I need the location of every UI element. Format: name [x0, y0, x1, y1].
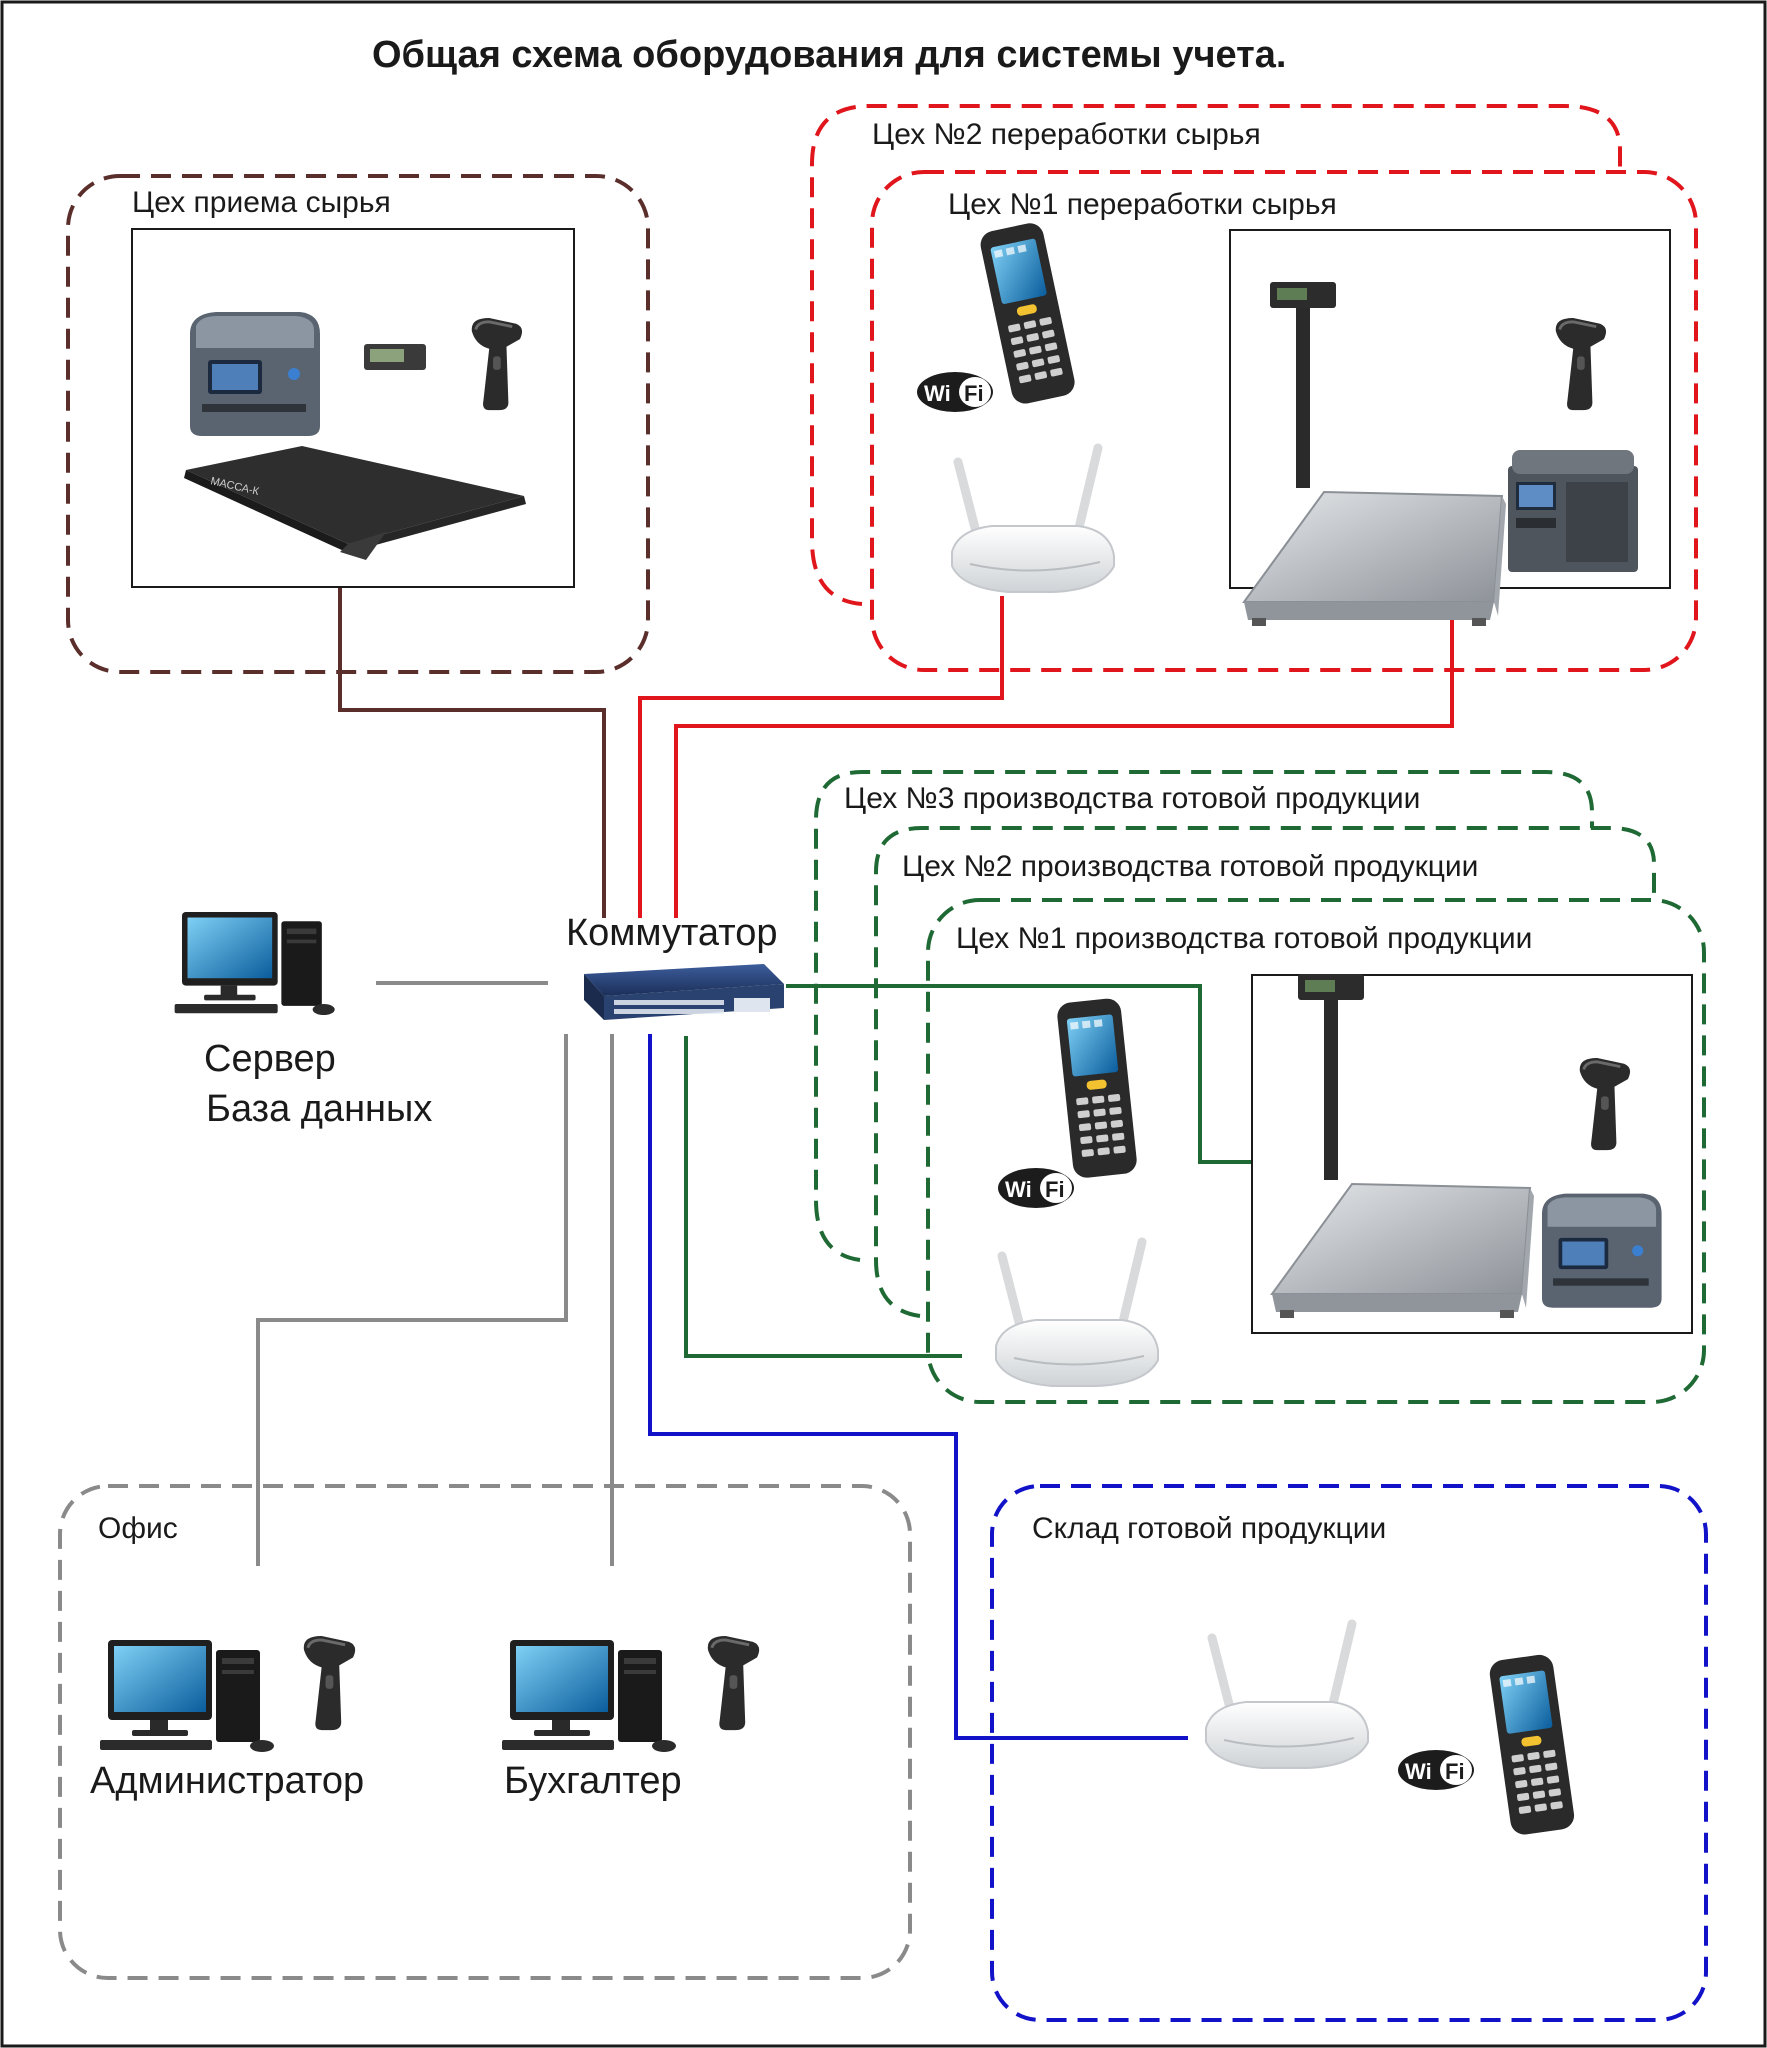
barcode-scanner-icon — [302, 1634, 357, 1732]
link-production-scale — [786, 984, 1252, 1164]
handheld-terminal-icon — [1488, 1653, 1576, 1837]
svg-text:Fi: Fi — [1445, 1759, 1465, 1784]
wifi-access-point-icon — [996, 1242, 1158, 1386]
network-switch-icon — [584, 964, 784, 1020]
zone-border-production-1 — [926, 898, 1706, 1404]
wifi-badge-icon: Wi Fi — [1398, 1750, 1474, 1790]
industrial-printer-icon — [1508, 450, 1638, 572]
zone-border-raw-intake — [66, 174, 650, 674]
svg-text:Wi: Wi — [1005, 1177, 1032, 1202]
database-label: База данных — [206, 1088, 433, 1130]
zone-border-processing-2 — [810, 104, 1622, 606]
svg-text:Fi: Fi — [964, 381, 984, 406]
wifi-access-point-icon — [1206, 1624, 1368, 1768]
zone-label-processing-1: Цех №1 переработки сырья — [948, 188, 1337, 221]
administrator-computer-icon — [100, 1640, 274, 1752]
label-printer-icon — [190, 312, 320, 436]
handheld-terminal-icon — [978, 220, 1078, 407]
server-computer-icon — [174, 912, 335, 1016]
zone-border-production-3 — [814, 770, 1594, 1262]
zone-label-raw-intake: Цех приема сырья — [132, 186, 391, 219]
zone-border-processing-1 — [870, 170, 1698, 672]
diagram-title: Общая схема оборудования для системы уче… — [372, 34, 1287, 76]
zone-label-warehouse: Склад готовой продукции — [1032, 1512, 1387, 1545]
accountant-label: Бухгалтер — [504, 1760, 682, 1802]
administrator-label: Администратор — [90, 1760, 365, 1802]
link-production-ap — [684, 1036, 962, 1358]
link-warehouse — [648, 1034, 1188, 1740]
zone-label-production-1: Цех №1 производства готовой продукции — [956, 922, 1533, 955]
link-processing-ap — [638, 596, 1004, 918]
handheld-terminal-icon — [1056, 997, 1139, 1180]
wifi-access-point-icon — [952, 448, 1114, 592]
zone-label-processing-2: Цех №2 переработки сырья — [872, 118, 1261, 151]
weight-indicator-icon — [364, 344, 426, 370]
floor-scale-icon: МАССА-К — [184, 446, 526, 560]
zone-border-office — [58, 1484, 912, 1980]
zone-border-warehouse — [990, 1484, 1708, 2022]
wifi-badge-icon: Wi Fi — [998, 1168, 1074, 1208]
zone-label-office: Офис — [98, 1512, 178, 1545]
zone-border-production-2 — [874, 826, 1656, 1318]
wifi-badge-icon: Wi Fi — [917, 372, 993, 412]
zone-label-production-2: Цех №2 производства готовой продукции — [902, 850, 1479, 883]
barcode-scanner-icon — [706, 1634, 761, 1732]
svg-text:Wi: Wi — [924, 381, 951, 406]
server-label: Сервер — [204, 1038, 336, 1080]
accountant-computer-icon — [502, 1640, 676, 1752]
link-processing-scale — [674, 588, 1454, 918]
svg-text:Fi: Fi — [1045, 1177, 1065, 1202]
zone-label-production-3: Цех №3 производства готовой продукции — [844, 782, 1421, 815]
switch-label: Коммутатор — [566, 912, 778, 954]
label-printer-icon — [1542, 1193, 1662, 1308]
svg-text:Wi: Wi — [1405, 1759, 1432, 1784]
link-administrator — [256, 1034, 568, 1566]
link-raw-intake — [338, 585, 606, 918]
